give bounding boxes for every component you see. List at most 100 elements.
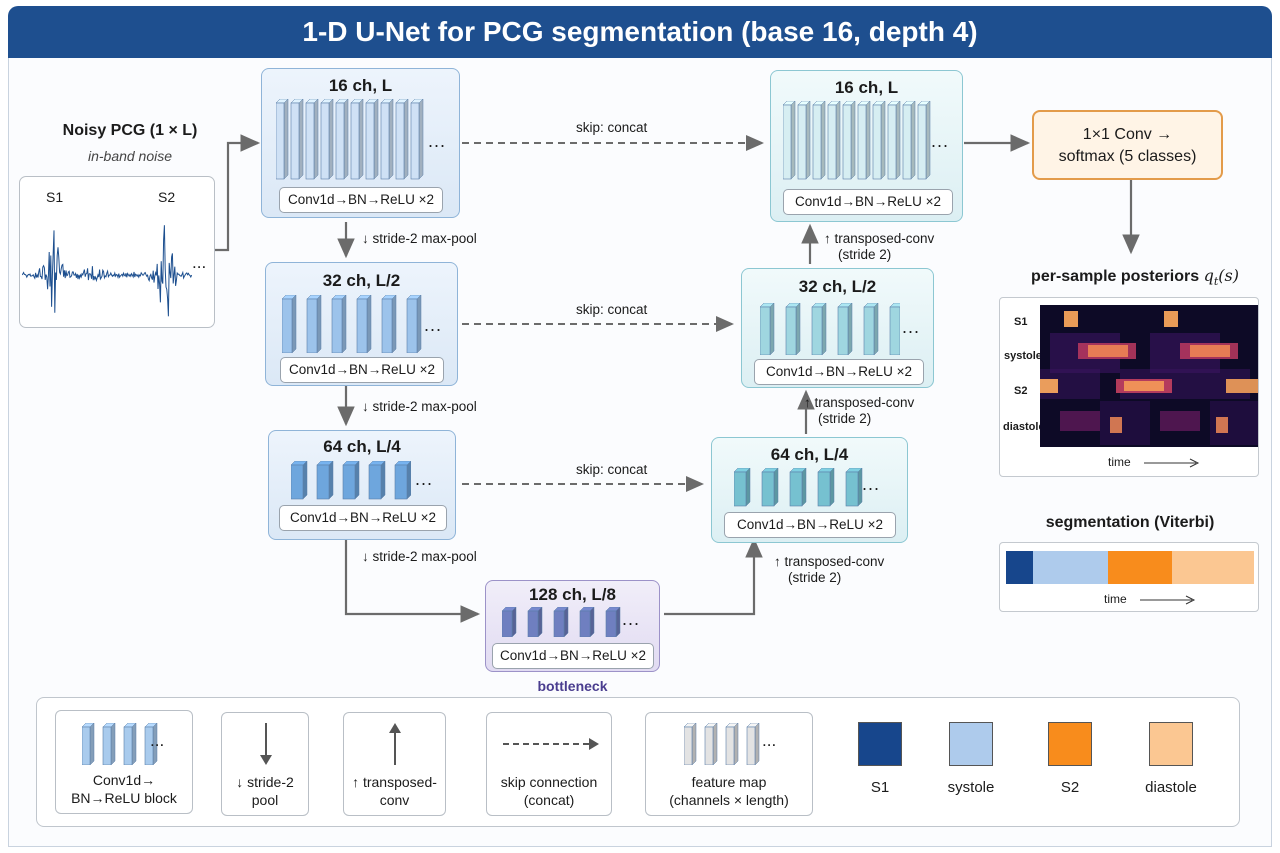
feature-bar [381, 295, 397, 353]
feature-bar [579, 607, 595, 637]
up-label-2: ↑ transposed-conv(stride 2) [804, 395, 914, 427]
s1-marker-label: S1 [46, 189, 64, 205]
skip-label-3: skip: concat [576, 462, 648, 477]
decoder-1-ops: Conv1d→BN→ReLU ×2 [783, 189, 953, 215]
legend-fmap-bars [684, 723, 760, 765]
legend-swatch-diastole [1149, 722, 1193, 766]
encoder-block-1: 16 ch, L ... Conv1d→BN→ReLU ×2 [261, 68, 460, 218]
posterior-row-label-s2: S2 [1014, 385, 1028, 397]
segment-s1 [1006, 551, 1034, 584]
up-label-1: ↑ transposed-conv(stride 2) [824, 231, 934, 263]
heatmap-cell [1100, 401, 1150, 445]
heatmap-cell [1040, 379, 1058, 393]
legend-up-line1: ↑ transposed- [352, 774, 437, 790]
encoder-3-ellipsis: ... [415, 469, 434, 489]
decoder-block-1: 16 ch, L ... Conv1d→BN→ReLU ×2 [770, 70, 963, 222]
legend-skip-line1: skip connection [500, 774, 598, 790]
feature-bar [902, 101, 916, 180]
legend-skip: skip connection (concat) [486, 712, 612, 816]
feature-bar [857, 101, 871, 180]
posterior-row-label-diastole: diastole [1003, 421, 1045, 433]
decoder-3-feature-bars [734, 468, 863, 507]
posterior-row-label-systole: systole [1004, 350, 1042, 362]
output-head-line2: softmax (5 classes) [1058, 148, 1197, 165]
legend-swatch-s2-label: S2 [1060, 779, 1080, 796]
decoder-3-ops: Conv1d→BN→ReLU ×2 [724, 512, 896, 538]
up-label-3-line2: (stride 2) [788, 570, 842, 585]
bottleneck-feature-bars [502, 607, 621, 637]
feature-bar [282, 295, 297, 353]
posteriors-title: per-sample posteriors qt(s) [1010, 266, 1260, 288]
legend-skip-caption: skip connection (concat) [487, 773, 611, 809]
pool-label-3: ↓ stride-2 max-pool [362, 549, 477, 564]
decoder-3-title: 64 ch, L/4 [770, 445, 849, 464]
segmentation-panel: time [999, 542, 1259, 612]
feature-bar [356, 295, 372, 353]
up-label-1-line2: (stride 2) [838, 247, 892, 262]
legend-up-arrow-icon [389, 723, 401, 765]
feature-bar [365, 99, 379, 180]
feature-bar [380, 99, 394, 180]
feature-bar [123, 723, 137, 765]
legend-block: ... Conv1d→BN→ReLU block [55, 710, 193, 814]
feature-bar [845, 468, 863, 507]
decoder-3-ellipsis: ... [862, 474, 881, 494]
encoder-3-ops: Conv1d→BN→ReLU ×2 [279, 505, 447, 531]
pool-label-2: ↓ stride-2 max-pool [362, 399, 477, 414]
encoder-2-ellipsis: ... [424, 315, 443, 335]
bottleneck-caption: bottleneck [537, 678, 608, 694]
output-head-box: 1×1 Conv → softmax (5 classes) [1032, 110, 1223, 180]
legend-swatch-s1-label: S1 [870, 779, 890, 796]
pcg-waveform [22, 225, 192, 317]
legend-swatch-diastole-label: diastole [1145, 779, 1197, 796]
feature-bar [889, 303, 900, 355]
feature-bar [306, 295, 322, 353]
encoder-3-feature-bars [291, 461, 411, 500]
legend-skip-arrow-icon [503, 738, 599, 750]
feature-bar [789, 468, 807, 507]
s2-marker-label: S2 [158, 189, 176, 205]
legend-swatch-s1 [858, 722, 902, 766]
decoder-2-feature-bars [760, 303, 900, 355]
feature-bar [797, 101, 811, 180]
feature-bar [872, 101, 886, 180]
encoder-3-title: 64 ch, L/4 [323, 437, 401, 456]
up-label-1-line1: ↑ transposed-conv [824, 231, 935, 246]
encoder-2-feature-bars [282, 295, 422, 353]
segmentation-xlabel: time [1104, 592, 1127, 606]
legend-skip-line2: (concat) [523, 792, 575, 808]
legend-fmap: ... feature map(channels × length) [645, 712, 813, 816]
bottleneck-title: 128 ch, L/8 [529, 585, 616, 604]
feature-bar [290, 99, 304, 180]
feature-bar [760, 303, 775, 355]
feature-bar [395, 99, 409, 180]
feature-bar [605, 607, 621, 637]
legend-fmap-caption: feature map(channels × length) [646, 773, 812, 809]
skip-label-1: skip: concat [576, 120, 648, 135]
posterior-row-label-s1: S1 [1014, 316, 1028, 328]
input-subtitle: in-band noise [87, 148, 173, 164]
feature-bar [553, 607, 569, 637]
feature-bar [817, 468, 835, 507]
skip-label-2: skip: concat [576, 302, 648, 317]
legend-fmap-ellipsis: ... [762, 731, 777, 750]
feature-bar [783, 101, 796, 180]
feature-bar [102, 723, 116, 765]
feature-bar [842, 101, 856, 180]
pool-arrow-3 [344, 540, 481, 623]
feature-bar [812, 101, 826, 180]
encoder-1-ellipsis: ... [428, 131, 447, 151]
input-to-enc1-arrow [214, 134, 261, 252]
legend-fmap-line1: feature map [691, 774, 767, 790]
pool-label-1: ↓ stride-2 max-pool [362, 231, 477, 246]
decoder-block-2: 32 ch, L/2 ... Conv1d→BN→ReLU ×2 [741, 268, 934, 388]
decoder-block-3: 64 ch, L/4 ... Conv1d→BN→ReLU ×2 [711, 437, 908, 543]
up-label-2-line2: (stride 2) [818, 411, 872, 426]
bottleneck-ops: Conv1d→BN→ReLU ×2 [492, 643, 654, 669]
heatmap-cell [1124, 381, 1164, 391]
feature-bar [527, 607, 543, 637]
heatmap-cell [1060, 411, 1100, 431]
